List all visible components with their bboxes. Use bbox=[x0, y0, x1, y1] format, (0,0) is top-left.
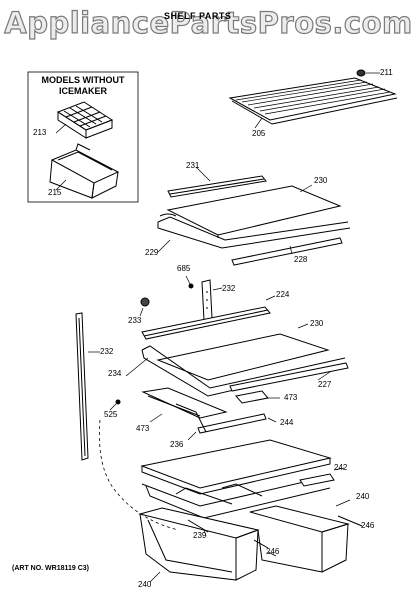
callout-473-left: 473 bbox=[136, 424, 150, 433]
callout-230-middle: 230 bbox=[310, 319, 324, 328]
part-473-brackets bbox=[141, 387, 280, 423]
callout-240-right: 240 bbox=[356, 492, 370, 501]
part-233-knob bbox=[139, 297, 150, 317]
dashed-reference-line bbox=[99, 419, 179, 531]
icemaker-inset bbox=[27, 71, 139, 203]
crisper-frame bbox=[141, 473, 335, 519]
part-205-wire-shelf bbox=[228, 77, 398, 129]
callout-228: 228 bbox=[294, 255, 308, 264]
callout-230-upper: 230 bbox=[314, 176, 328, 185]
part-525-screw bbox=[109, 399, 121, 411]
callout-236: 236 bbox=[170, 440, 184, 449]
inset-title-line2: ICEMAKER bbox=[58, 86, 107, 96]
callout-473-right: 473 bbox=[284, 393, 298, 402]
part-685-screw bbox=[185, 275, 194, 289]
part-224-shelf-trim bbox=[141, 295, 276, 340]
part-227-rail bbox=[229, 362, 349, 392]
callout-244: 244 bbox=[280, 418, 294, 427]
callout-246-right: 246 bbox=[361, 521, 375, 530]
part-230-glass-middle bbox=[156, 323, 330, 381]
part-232-vertical-rail bbox=[75, 312, 100, 461]
part-240-pan-left bbox=[138, 507, 260, 583]
watermark: AppliancePartsPros.com bbox=[4, 5, 413, 40]
callout-232-bracket: 232 bbox=[222, 284, 236, 293]
callout-242: 242 bbox=[334, 463, 348, 472]
part-231-shelf-trim bbox=[167, 166, 267, 198]
callout-211: 211 bbox=[380, 68, 393, 77]
callout-215: 215 bbox=[48, 188, 62, 197]
part-246-rollers bbox=[253, 515, 363, 557]
inset-title-line1: MODELS WITHOUT bbox=[41, 75, 125, 85]
callout-227: 227 bbox=[318, 380, 332, 389]
part-213-ice-tray bbox=[55, 101, 114, 139]
part-230-glass-upper bbox=[166, 184, 342, 238]
callout-231: 231 bbox=[186, 161, 200, 170]
callout-525: 525 bbox=[104, 410, 118, 419]
callout-233: 233 bbox=[128, 316, 142, 325]
callout-685: 685 bbox=[177, 264, 191, 273]
callout-246-left: 246 bbox=[266, 547, 280, 556]
callout-205: 205 bbox=[252, 129, 266, 138]
part-242-crisper-cover bbox=[140, 439, 345, 495]
callout-232-rail: 232 bbox=[100, 347, 114, 356]
part-244-rail bbox=[197, 413, 277, 434]
part-240-pan-right bbox=[249, 499, 351, 573]
callout-239: 239 bbox=[193, 531, 207, 540]
part-229-shelf-frame bbox=[157, 213, 351, 253]
callout-213: 213 bbox=[33, 128, 47, 137]
part-211-clip bbox=[356, 69, 380, 77]
art-number: (ART NO. WR18119 C3) bbox=[12, 565, 90, 572]
callout-240-left: 240 bbox=[138, 580, 152, 589]
part-232-bracket-upper bbox=[201, 279, 223, 321]
callout-229: 229 bbox=[145, 248, 159, 257]
part-228-rail bbox=[231, 237, 343, 266]
inset-frame bbox=[27, 71, 139, 203]
diagram-title: SHELF PARTS bbox=[164, 11, 232, 21]
part-236-brace bbox=[175, 403, 207, 441]
callout-224: 224 bbox=[276, 290, 290, 299]
part-239-divider bbox=[187, 519, 209, 537]
callout-234: 234 bbox=[108, 369, 122, 378]
part-215-ice-bucket bbox=[49, 143, 120, 199]
